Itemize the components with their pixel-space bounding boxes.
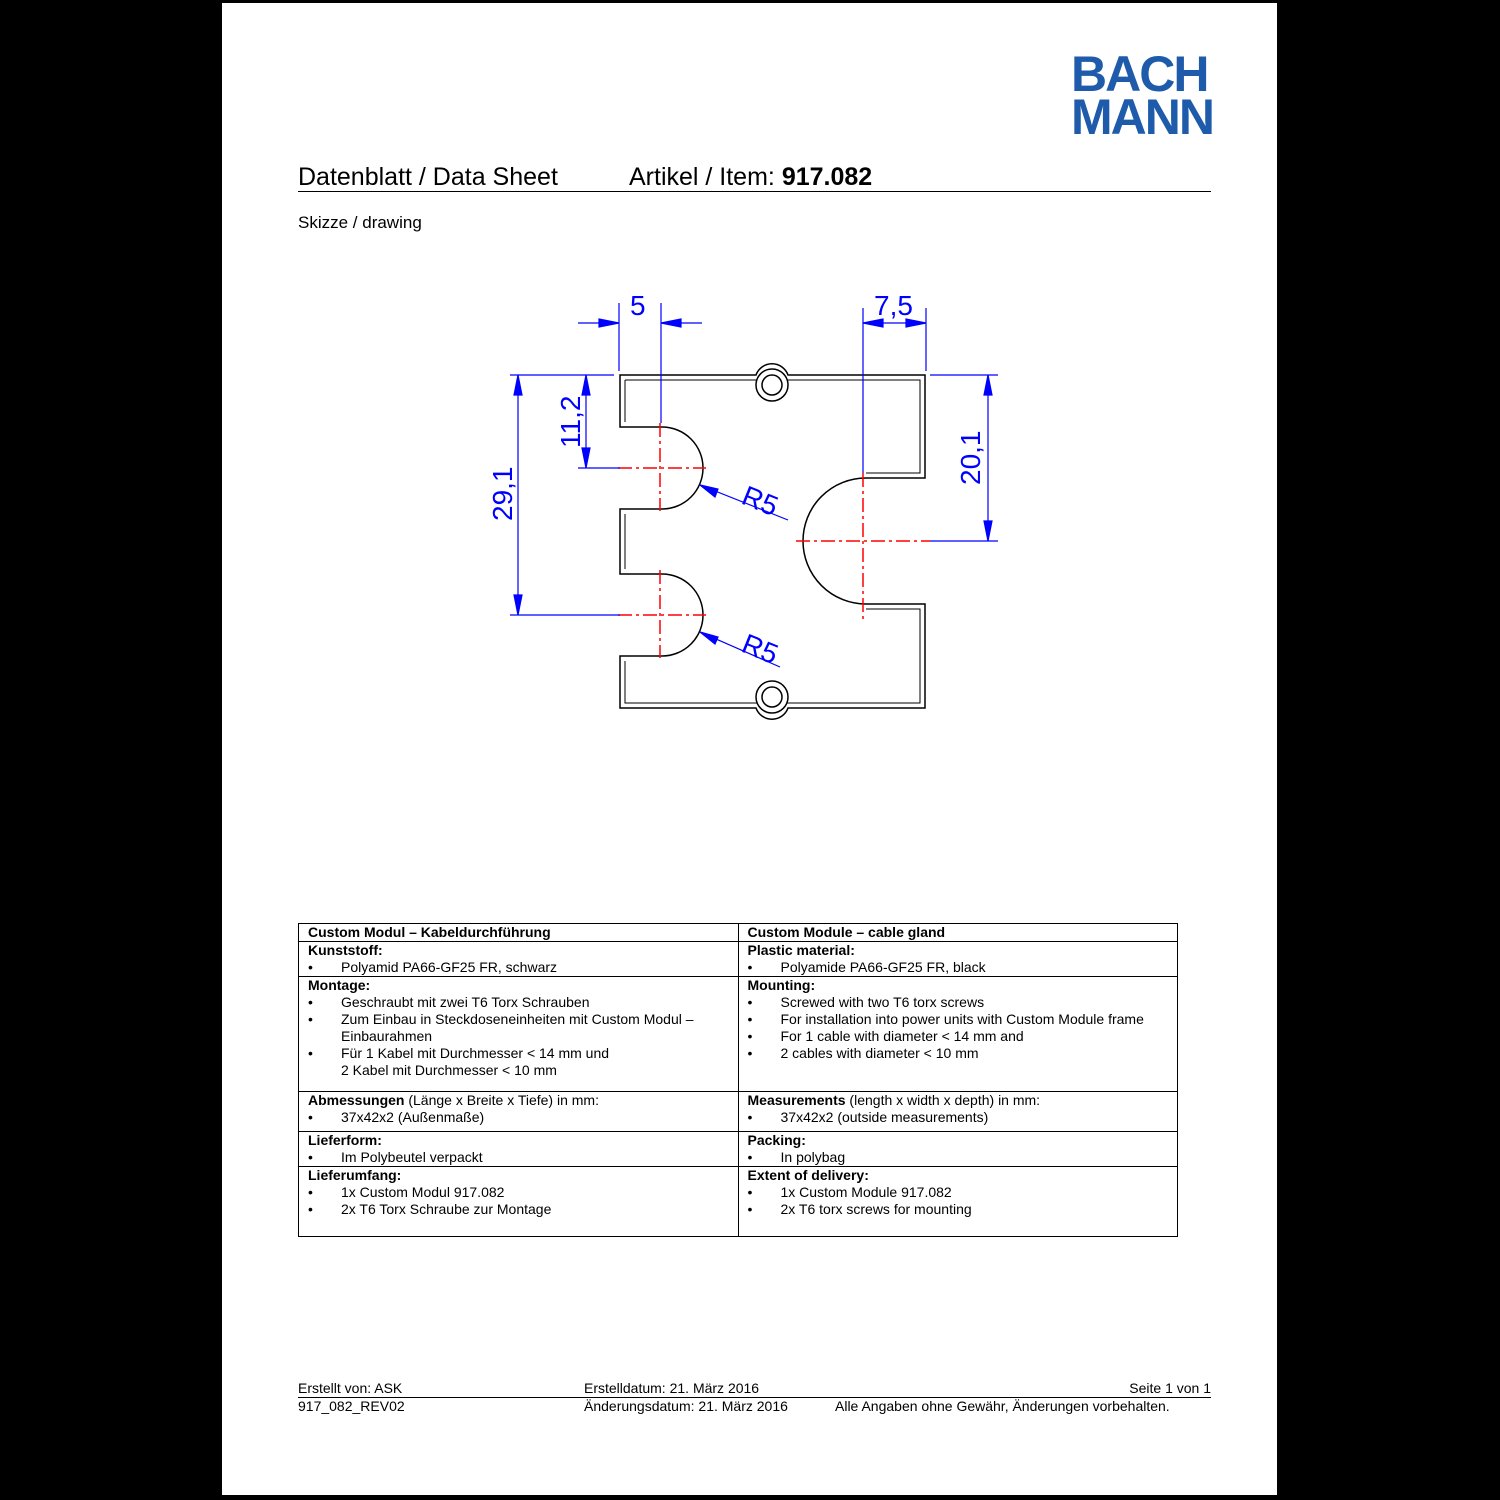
list-item: For installation into power units with C… bbox=[748, 1011, 1170, 1028]
delivery-de-cell: Lieferumfang: 1x Custom Modul 917.082 2x… bbox=[298, 1166, 739, 1237]
packing-de-title: Lieferform: bbox=[308, 1132, 382, 1148]
delivery-de-title: Lieferumfang: bbox=[308, 1167, 402, 1183]
mounting-de-cell: Montage: Geschraubt mit zwei T6 Torx Sch… bbox=[298, 976, 739, 1092]
disclaimer: Alle Angaben ohne Gewähr, Änderungen vor… bbox=[835, 1398, 1170, 1414]
material-de-title: Kunststoff: bbox=[308, 942, 383, 958]
specification-table: Custom Modul – Kabeldurchführung Custom … bbox=[298, 923, 1178, 1237]
dim-label-20-1: 20,1 bbox=[955, 431, 986, 486]
document-footer: Erstellt von: ASK Erstelldatum: 21. März… bbox=[298, 1380, 1211, 1415]
list-item: 1x Custom Module 917.082 bbox=[748, 1184, 1170, 1201]
list-item: 2 cables with diameter < 10 mm bbox=[748, 1045, 1170, 1062]
logo-line-2: MANN bbox=[1071, 89, 1215, 145]
table-row: Lieferform: Im Polybeutel verpackt Packi… bbox=[298, 1131, 1178, 1167]
table-row: Custom Modul – Kabeldurchführung Custom … bbox=[298, 923, 1178, 942]
material-en-title: Plastic material: bbox=[747, 942, 855, 958]
list-item: Polyamide PA66-GF25 FR, black bbox=[748, 959, 1170, 976]
packing-de-cell: Lieferform: Im Polybeutel verpackt bbox=[298, 1131, 739, 1167]
dims-en-title: Measurements bbox=[747, 1092, 846, 1108]
item-number: 917.082 bbox=[781, 163, 873, 191]
created-by: Erstellt von: ASK bbox=[298, 1380, 403, 1396]
table-row: Montage: Geschraubt mit zwei T6 Torx Sch… bbox=[298, 976, 1178, 1092]
changed-date: Änderungsdatum: 21. März 2016 bbox=[584, 1398, 788, 1414]
mounting-en-title: Mounting: bbox=[747, 977, 816, 993]
item-number-heading: Artikel / Item: 917.082 bbox=[629, 163, 872, 192]
created-date: Erstelldatum: 21. März 2016 bbox=[584, 1380, 760, 1396]
dimension-lines bbox=[510, 303, 998, 668]
document-header: Datenblatt / Data Sheet Artikel / Item: … bbox=[298, 163, 1211, 192]
screw-hole-bottom bbox=[761, 686, 783, 708]
bachmann-logo: BACH MANN bbox=[1071, 46, 1215, 145]
delivery-en-cell: Extent of delivery: 1x Custom Module 917… bbox=[737, 1166, 1178, 1237]
list-item: Polyamid PA66-GF25 FR, schwarz bbox=[308, 959, 730, 976]
document-id: 917_082_REV02 bbox=[298, 1398, 405, 1414]
dim-label-5: 5 bbox=[630, 290, 646, 321]
table-row: Lieferumfang: 1x Custom Modul 917.082 2x… bbox=[298, 1166, 1178, 1237]
data-sheet-page: BACH MANN Datenblatt / Data Sheet Artike… bbox=[222, 3, 1277, 1495]
list-item: 2x T6 torx screws for mounting bbox=[748, 1201, 1170, 1218]
list-item: 2x T6 Torx Schraube zur Montage bbox=[308, 1201, 730, 1218]
list-item-continuation: 2 Kabel mit Durchmesser < 10 mm bbox=[341, 1062, 557, 1078]
list-item: Geschraubt mit zwei T6 Torx Schrauben bbox=[308, 994, 730, 1011]
part-outline bbox=[619, 363, 926, 720]
technical-drawing: 5 7,5 11,2 29,1 20,1 R5 R5 bbox=[487, 290, 998, 720]
material-en-cell: Plastic material: Polyamide PA66-GF25 FR… bbox=[737, 941, 1178, 977]
list-item: Im Polybeutel verpackt bbox=[308, 1149, 730, 1166]
list-item: 1x Custom Modul 917.082 bbox=[308, 1184, 730, 1201]
list-item: 37x42x2 (outside measurements) bbox=[748, 1109, 1170, 1126]
dim-label-7-5: 7,5 bbox=[874, 290, 913, 321]
dims-en-title-rest: (length x width x depth) in mm: bbox=[845, 1092, 1041, 1108]
logo-line-1: BACH bbox=[1071, 46, 1209, 102]
packing-en-title: Packing: bbox=[747, 1132, 806, 1148]
dims-de-title-rest: (Länge x Breite x Tiefe) in mm: bbox=[404, 1092, 599, 1108]
mounting-en-cell: Mounting: Screwed with two T6 torx screw… bbox=[737, 976, 1178, 1092]
list-item: Für 1 Kabel mit Durchmesser < 14 mm und bbox=[308, 1045, 730, 1062]
screw-hole-top bbox=[761, 374, 783, 396]
list-item: 37x42x2 (Außenmaße) bbox=[308, 1109, 730, 1126]
list-item: Zum Einbau in Steckdoseneinheiten mit Cu… bbox=[308, 1011, 730, 1045]
header-de: Custom Modul – Kabeldurchführung bbox=[298, 923, 739, 942]
item-label: Artikel / Item: bbox=[629, 163, 782, 191]
packing-en-cell: Packing: In polybag bbox=[737, 1131, 1178, 1167]
material-de-cell: Kunststoff: Polyamid PA66-GF25 FR, schwa… bbox=[298, 941, 739, 977]
list-item: In polybag bbox=[748, 1149, 1170, 1166]
mounting-de-title: Montage: bbox=[308, 977, 371, 993]
dim-label-29-1: 29,1 bbox=[487, 467, 518, 522]
dim-label-r5-bottom: R5 bbox=[738, 628, 783, 670]
list-item: Screwed with two T6 torx screws bbox=[748, 994, 1170, 1011]
page-number: Seite 1 von 1 bbox=[1129, 1380, 1211, 1396]
dims-en-cell: Measurements (length x width x depth) in… bbox=[737, 1091, 1178, 1132]
drawing-subtitle: Skizze / drawing bbox=[298, 213, 422, 232]
dims-de-cell: Abmessungen (Länge x Breite x Tiefe) in … bbox=[298, 1091, 739, 1132]
delivery-en-title: Extent of delivery: bbox=[747, 1167, 869, 1183]
table-row: Abmessungen (Länge x Breite x Tiefe) in … bbox=[298, 1091, 1178, 1132]
center-lines bbox=[618, 423, 930, 658]
header-en: Custom Module – cable gland bbox=[737, 923, 1178, 942]
list-item: For 1 cable with diameter < 14 mm and bbox=[748, 1028, 1170, 1045]
table-row: Kunststoff: Polyamid PA66-GF25 FR, schwa… bbox=[298, 941, 1178, 977]
document-title: Datenblatt / Data Sheet bbox=[298, 163, 558, 191]
dims-de-title: Abmessungen bbox=[308, 1092, 405, 1108]
dim-label-11-2: 11,2 bbox=[555, 396, 586, 448]
